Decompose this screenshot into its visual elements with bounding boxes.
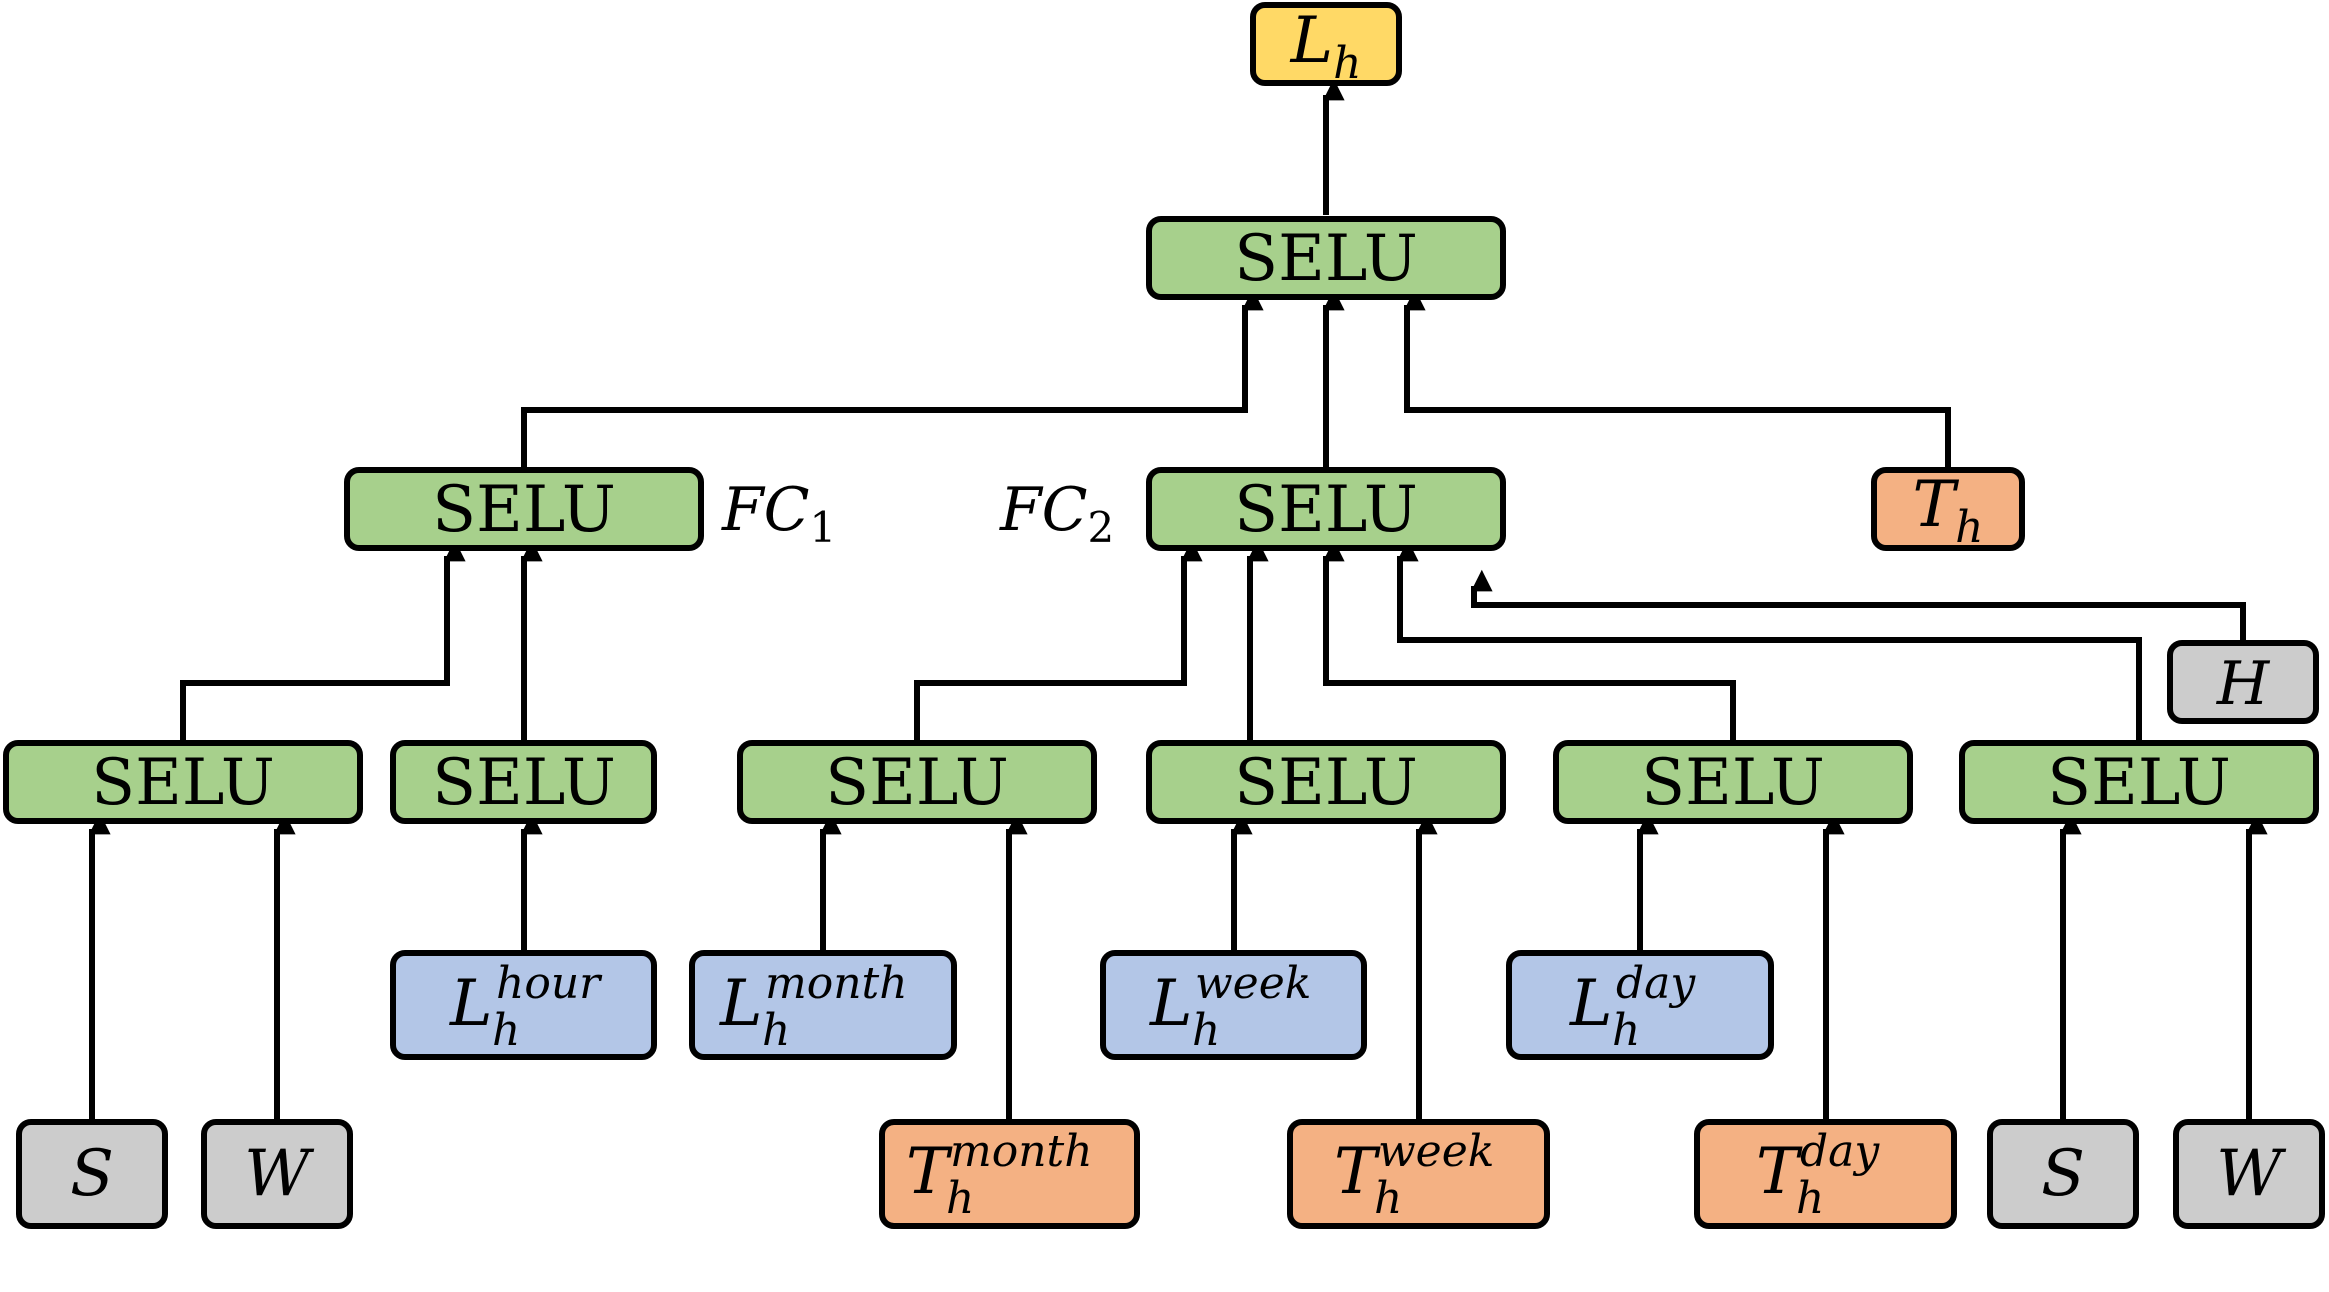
- selu-top-label: SELU: [1234, 222, 1418, 296]
- calendar-w-left-label: W: [244, 1137, 315, 1211]
- load-input-week: L week h: [1100, 950, 1367, 1060]
- temp-week-base: T: [1334, 1135, 1381, 1209]
- arrow-day-to-fc2: [1323, 539, 1736, 743]
- output-node: Lh: [1250, 2, 1402, 89]
- temp-day-base: T: [1756, 1135, 1803, 1209]
- selu-calendar-right-label: SELU: [2047, 746, 2231, 820]
- load-week-sup: week: [1195, 958, 1311, 1009]
- load-hour-sup: hour: [496, 958, 603, 1009]
- temp-current-node: Th: [1871, 467, 2025, 553]
- output-box: [1250, 2, 1402, 86]
- fc1-label: FC1: [721, 475, 836, 552]
- selu-day-label: SELU: [1641, 746, 1825, 820]
- selu-hour: SELU: [390, 740, 657, 824]
- selu-week: SELU: [1146, 740, 1506, 824]
- load-input-month: L month h: [689, 950, 957, 1060]
- temp-day-sup: day: [1800, 1126, 1880, 1177]
- load-month-sub: h: [762, 1005, 790, 1056]
- load-day-sup: day: [1616, 958, 1696, 1009]
- selu-calendar-right: SELU: [1959, 740, 2319, 824]
- calendar-input-w-right: W: [2173, 1119, 2325, 1229]
- calendar-input-s-right: S: [1987, 1119, 2139, 1229]
- arrow-fc1-to-top: [521, 288, 1264, 470]
- selu-calendar-left: SELU: [3, 740, 363, 824]
- selu-fc1-label: SELU: [432, 473, 616, 547]
- selu-hour-label: SELU: [432, 746, 616, 820]
- temp-week-sub: h: [1374, 1173, 1402, 1224]
- arrow-month-to-fc2: [914, 539, 1203, 743]
- calendar-s-left-label: S: [70, 1137, 114, 1211]
- calendar-s-right-label: S: [2041, 1137, 2085, 1211]
- selu-fc2-label: SELU: [1234, 473, 1418, 547]
- arrow-th-to-top: [1404, 288, 1951, 470]
- temp-week-sup: week: [1378, 1126, 1494, 1177]
- load-hour-base: L: [449, 967, 493, 1041]
- load-day-base: L: [1569, 967, 1613, 1041]
- selu-month-label: SELU: [825, 746, 1009, 820]
- temp-month-base: T: [906, 1135, 953, 1209]
- selu-top: SELU: [1146, 216, 1506, 300]
- selu-week-label: SELU: [1234, 746, 1418, 820]
- temp-input-month: T month h: [879, 1119, 1140, 1229]
- temp-current-label: Th: [1912, 468, 1983, 553]
- temp-day-sub: h: [1796, 1173, 1824, 1224]
- load-hour-sub: h: [492, 1005, 520, 1056]
- holiday-label: H: [2216, 649, 2271, 719]
- load-month-base: L: [719, 967, 763, 1041]
- arrow-calendar-left-to-fc1: [180, 539, 466, 743]
- holiday-node: H: [2167, 640, 2319, 724]
- load-week-sub: h: [1192, 1005, 1220, 1056]
- temp-input-day: T day h: [1694, 1119, 1957, 1229]
- selu-calendar-left-label: SELU: [91, 746, 275, 820]
- load-input-hour: L hour h: [390, 950, 657, 1060]
- selu-fc2: SELU: [1146, 467, 1506, 551]
- temp-input-week: T week h: [1287, 1119, 1550, 1229]
- calendar-input-w-left: W: [201, 1119, 353, 1229]
- selu-month: SELU: [737, 740, 1097, 824]
- load-week-base: L: [1149, 967, 1193, 1041]
- output-label: Lh: [1290, 4, 1362, 89]
- calendar-input-s-left: S: [16, 1119, 168, 1229]
- temp-month-sup: month: [950, 1126, 1093, 1177]
- selu-fc1: SELU: [344, 467, 704, 551]
- load-input-day: L day h: [1506, 950, 1774, 1060]
- temp-month-sub: h: [946, 1173, 974, 1224]
- calendar-w-right-label: W: [2216, 1137, 2287, 1211]
- load-day-sub: h: [1612, 1005, 1640, 1056]
- connections: [89, 78, 2268, 1122]
- arrow-holiday-to-fc2: [1471, 569, 2246, 643]
- load-month-sup: month: [765, 958, 908, 1009]
- arrow-calendar-right-to-fc2: [1397, 539, 2142, 743]
- selu-day: SELU: [1553, 740, 1913, 824]
- fc2-label: FC2: [999, 475, 1114, 552]
